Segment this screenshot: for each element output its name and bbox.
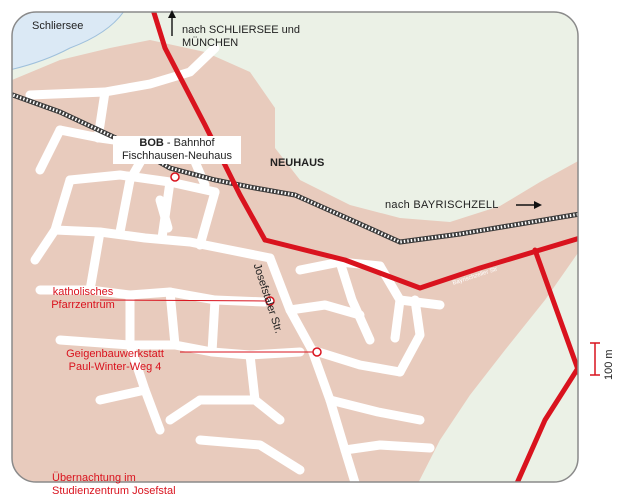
station-marker [170, 172, 180, 182]
east-arrow-icon [516, 201, 542, 209]
station-suffix: - Bahnhof [166, 137, 215, 149]
scale-label: 100 m [603, 349, 615, 380]
poi-studienzentrum-label: Übernachtung im Studienzentrum Josefstal [52, 472, 176, 497]
station-subtitle: Fischhausen-Neuhaus [121, 150, 233, 162]
road-east-south [532, 247, 578, 378]
lake-label: Schliersee [32, 20, 84, 32]
pfarrzentrum-leader [99, 299, 267, 302]
road-south [507, 362, 578, 482]
studienzentrum-marker [432, 488, 440, 496]
poi-pfarrzentrum-label: katholisches Pfarrzentrum [51, 286, 115, 311]
main-roads [147, 12, 578, 482]
direction-east-label: nach BAYRISCHZELL [385, 199, 499, 211]
map-frame [11, 11, 579, 483]
geigenbau-marker [312, 347, 322, 357]
station-name: BOB [139, 137, 164, 149]
station-label: BOB - Bahnhof Fischhausen-Neuhaus [113, 136, 241, 164]
district-label: NEUHAUS [270, 157, 325, 169]
bayrischzeller-road [262, 235, 578, 291]
poi-geigenbau-label: Geigenbauwerkstatt Paul-Winter-Weg 4 [66, 348, 164, 373]
direction-north-label: nach SCHLIERSEE und MÜNCHEN [182, 24, 301, 49]
road-to-schliersee [147, 12, 268, 243]
north-arrow-icon [168, 10, 176, 36]
scale-bar [590, 342, 600, 376]
